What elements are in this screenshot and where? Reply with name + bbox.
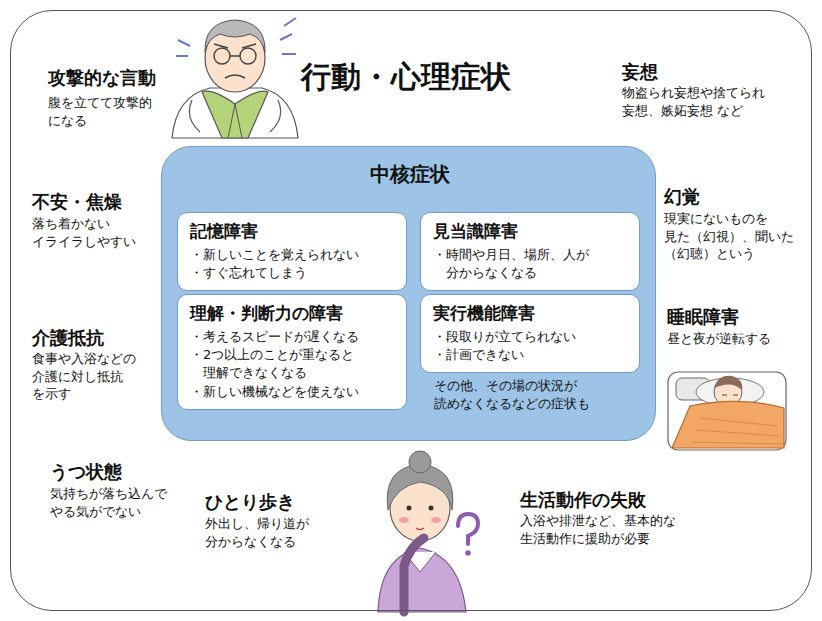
symptom-heading: 不安・焦燥: [32, 190, 122, 214]
symptom-description: 食事や入浴などの 介護に対し抵抗 を示す: [32, 350, 139, 403]
bullet-text: ・考えるスピードが遅くなる: [190, 328, 396, 346]
symptom-description: 落ち着かない イライラしやすい: [32, 215, 139, 250]
symptom-heading: 幻覚: [664, 185, 700, 209]
core-symptom-box: 中核症状その他、その場の状況が 読めなくなるなどの症状も 記憶障害・新しいことを覚…: [161, 146, 656, 441]
bullet-text: ・新しい機械などを使えない: [190, 383, 396, 401]
symptom-box: 見当識障害・時間や月日、場所、人が 分からなくなる: [420, 212, 640, 291]
symptom-heading: 介護抵抗: [32, 326, 104, 350]
symptom-description: 気持ちが落ち込んで やる気がでない: [50, 485, 170, 520]
core-note: その他、その場の状況が 読めなくなるなどの症状も: [434, 377, 593, 413]
symptom-heading: 攻撃的な言動: [48, 66, 156, 90]
symptom-description: 腹を立てて攻撃的 になる: [48, 94, 155, 129]
bullet-text: ・段取りが立てられない: [433, 328, 629, 346]
symptom-heading: 妄想: [622, 60, 658, 84]
bullet-text: ・新しいことを覚えられない: [190, 246, 396, 264]
bullet-text: ・すぐ忘れてしまう: [190, 264, 396, 282]
bullet-text: ・時間や月日、場所、人が 分からなくなる: [433, 246, 629, 282]
bullet-text: ・計画できない: [433, 346, 629, 364]
symptom-description: 外出し、帰り道が 分からなくなる: [205, 515, 312, 550]
box-heading: 理解・判断力の障害: [190, 302, 396, 325]
box-heading: 実行機能障害: [433, 302, 629, 325]
sleeping-person: [668, 372, 786, 450]
core-heading: 中核症状: [370, 161, 450, 188]
symptom-heading: 睡眠障害: [667, 305, 739, 329]
box-heading: 記憶障害: [190, 220, 396, 243]
thinking-woman: [378, 451, 478, 612]
bullet-text: ・2つ以上のことが重なると 理解できなくなる: [190, 346, 396, 382]
main-title: 行動・心理症状: [301, 57, 511, 98]
symptom-description: 物盗られ妄想や捨てられ 妄想、嫉妬妄想 など: [622, 84, 768, 119]
symptom-description: 昼と夜が逆転する: [667, 330, 774, 348]
symptom-heading: うつ状態: [50, 460, 122, 484]
angry-man: [172, 18, 298, 138]
symptom-box: 実行機能障害・段取りが立てられない・計画できない: [420, 294, 640, 373]
symptom-description: 入浴や排泄など、基本的な 生活動作に援助が必要: [520, 512, 679, 547]
symptom-heading: 生活動作の失敗: [520, 488, 646, 512]
symptom-box: 理解・判断力の障害・考えるスピードが遅くなる・2つ以上のことが重なると 理解でき…: [177, 294, 407, 410]
symptom-heading: ひとり歩き: [205, 490, 295, 514]
symptom-description: 現実にないものを 見た（幻視）、聞いた （幻聴）という: [664, 210, 797, 263]
box-heading: 見当識障害: [433, 220, 629, 243]
symptom-box: 記憶障害・新しいことを覚えられない・すぐ忘れてしまう: [177, 212, 407, 291]
